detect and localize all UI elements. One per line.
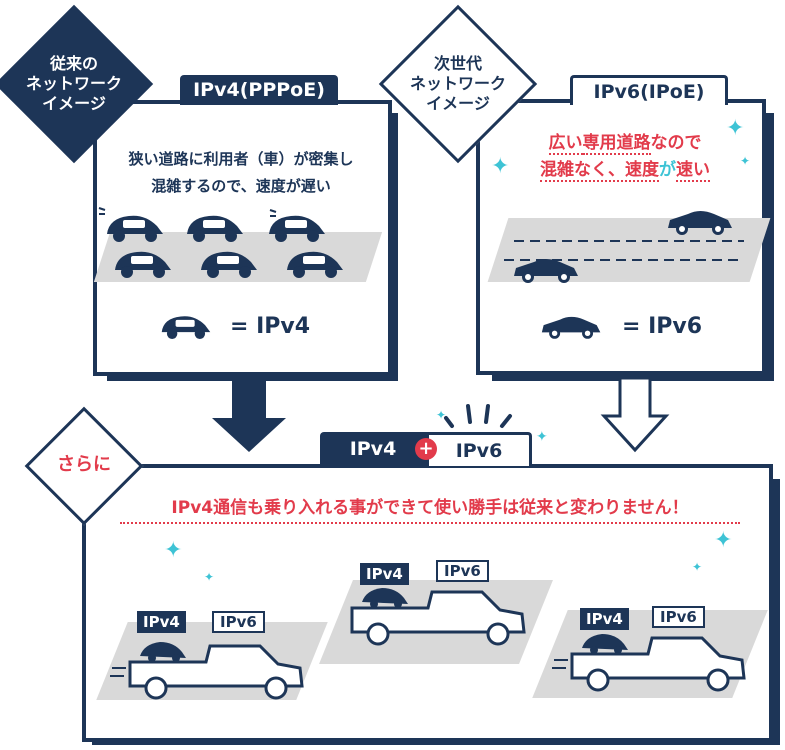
sparkle-icon: ✦ — [491, 154, 510, 179]
right-message: 広い専用道路なので 混雑なく、速度が速い — [540, 133, 710, 182]
left-message: 狭い道路に利用者（車）が密集し 混雑するので、速度が遅い — [128, 150, 354, 195]
truck-tag-ipv4: IPv4 — [137, 611, 186, 633]
pickup-truck-icon — [552, 634, 746, 692]
bottom-diamond-label: さらに — [57, 454, 111, 475]
sparkle-icon: ✦ — [164, 538, 183, 563]
sparkle-icon: ✦ — [714, 528, 733, 553]
sparkle-icon: ✦ — [692, 560, 703, 574]
truck-tag-ipv6: IPv6 — [212, 611, 265, 633]
truck-tag-ipv6: IPv6 — [652, 606, 705, 628]
right-fast-cars — [504, 211, 744, 283]
pickup-truck-icon — [110, 642, 304, 700]
left-diamond-label: 従来の ネットワーク イメージ — [25, 54, 122, 113]
right-equation-label: = IPv6 — [622, 313, 703, 339]
right-equation: = IPv6 — [540, 312, 702, 340]
bottom-tab-ipv4: IPv4 — [320, 432, 426, 466]
sparkle-icon: ✦ — [204, 570, 215, 584]
left-traffic-cars — [98, 207, 343, 278]
burst-lines-icon — [444, 404, 512, 428]
right-tab-ipv6-ipoe: IPv6(IPoE) — [570, 75, 728, 105]
sparkle-icon: ✦ — [436, 408, 447, 422]
classic-car-icon — [161, 316, 211, 339]
right-diamond-label: 次世代 ネットワーク イメージ — [409, 54, 506, 113]
pickup-truck-icon — [350, 588, 526, 646]
sparkle-icon: ✦ — [726, 116, 745, 141]
right-down-arrow — [600, 376, 670, 453]
sparkle-icon: ✦ — [740, 154, 751, 168]
bottom-headline: IPv4通信も乗り入れる事ができて使い勝手は従来と変わりません！ — [120, 496, 740, 524]
truck-tag-ipv6: IPv6 — [436, 560, 489, 582]
truck-tag-ipv4: IPv4 — [580, 608, 629, 630]
plus-icon: + — [415, 438, 437, 460]
sparkle-icon: ✦ — [536, 429, 548, 445]
left-equation: = IPv4 — [160, 312, 310, 340]
bottom-tab-ipv6: IPv6 — [426, 432, 532, 466]
sports-car-icon — [541, 316, 601, 339]
left-equation-label: = IPv4 — [230, 313, 311, 339]
truck-tag-ipv4: IPv4 — [360, 563, 409, 585]
left-tab-ipv4-pppoe: IPv4(PPPoE) — [180, 75, 338, 105]
